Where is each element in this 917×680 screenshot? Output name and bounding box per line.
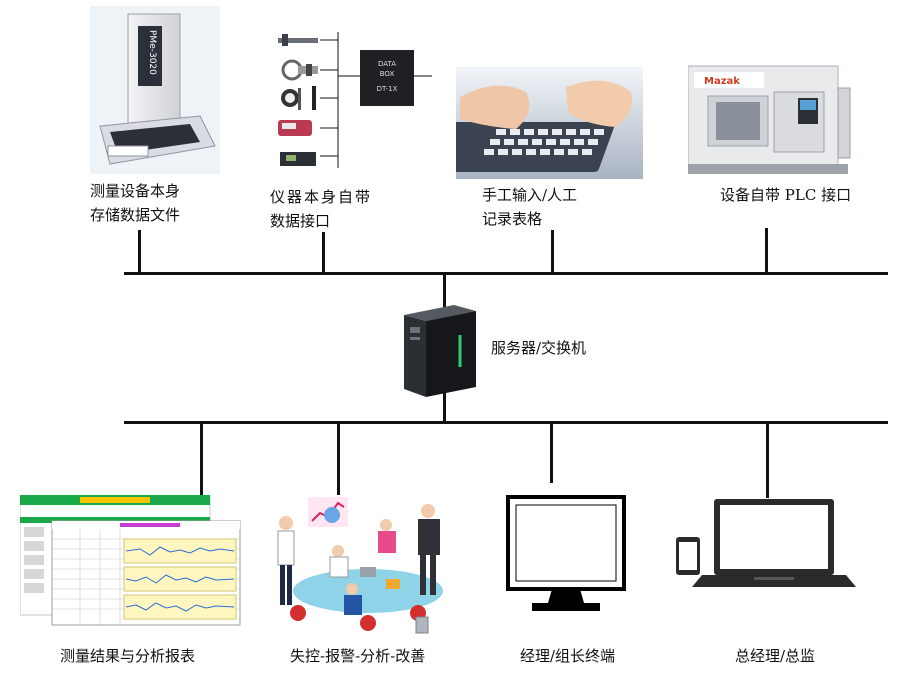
- manual-input-node: [428, 67, 643, 179]
- cnc-machine-icon: Mazak: [687, 65, 851, 174]
- connector-gm-terminal: [766, 423, 769, 498]
- manager-terminal-node: [506, 495, 626, 615]
- gm-terminal-node: [674, 495, 858, 595]
- connector-manager-terminal: [550, 423, 553, 483]
- device-model-text: PMe-3020: [147, 30, 157, 75]
- server-icon: [404, 305, 476, 397]
- plc-device-node: Mazak: [687, 58, 856, 176]
- databox-text-3: DT-1X: [377, 85, 398, 93]
- measuring-device-node: PMe-3020: [90, 6, 220, 174]
- server-node: [404, 305, 476, 397]
- databox-text-1: DATA: [378, 60, 396, 68]
- manual-input-label-line2: 记录表格: [482, 210, 543, 228]
- alarm-node: [268, 493, 458, 638]
- keyboard-typing-icon: [428, 67, 643, 179]
- databox-text-2: BOX: [380, 70, 395, 78]
- surface-tester-icon: [278, 120, 312, 136]
- left-hand-icon: [460, 85, 530, 129]
- connector-server-bottom: [443, 390, 446, 423]
- measuring-device-label-line2: 存储数据文件: [90, 206, 181, 224]
- manager-terminal-label: 经理/组长终端: [520, 647, 616, 665]
- connector-alarm: [337, 423, 340, 495]
- connector-manual-input: [551, 230, 554, 274]
- bottom-bus-line: [124, 421, 888, 424]
- connector-instrument: [322, 232, 325, 274]
- report-label: 测量结果与分析报表: [60, 647, 196, 665]
- connector-plc-device: [765, 228, 768, 274]
- instrument-cluster-icon: DATA BOX DT-1X: [278, 32, 432, 168]
- report-node: [19, 494, 242, 627]
- team-meeting-icon: [277, 497, 443, 634]
- connector-measuring-device: [138, 230, 141, 274]
- plc-device-label: 设备自带 PLC 接口: [720, 186, 852, 204]
- phone-icon: [676, 537, 700, 575]
- top-bus-line: [124, 272, 888, 275]
- laptop-phone-icon: [676, 499, 856, 587]
- alarm-label: 失控-报警-分析-改善: [290, 647, 426, 665]
- manual-input-label-line1: 手工输入/人工: [482, 186, 578, 204]
- instrument-node: DATA BOX DT-1X: [272, 28, 437, 178]
- gm-terminal-label: 总经理/总监: [735, 647, 816, 665]
- instrument-label-line1: 仪器本身自带: [270, 188, 373, 206]
- caliper-icon: [278, 34, 318, 46]
- laptop-icon: [692, 499, 856, 587]
- measuring-machine-icon: PMe-3020: [90, 6, 220, 174]
- desktop-monitor-icon: [506, 495, 626, 611]
- connector-report: [200, 423, 203, 495]
- instrument-label-line2: 数据接口: [270, 212, 331, 230]
- measuring-device-label-line1: 测量设备本身: [90, 182, 181, 200]
- plc-brand-text: Mazak: [704, 76, 740, 87]
- right-hand-icon: [566, 80, 632, 127]
- dial-indicator-icon: [281, 86, 316, 110]
- connector-server-top: [443, 274, 446, 314]
- report-spreadsheet-icon: [19, 494, 241, 626]
- server-label: 服务器/交换机: [491, 339, 587, 357]
- micrometer-icon: [281, 59, 318, 81]
- gauge-icon: [280, 152, 316, 166]
